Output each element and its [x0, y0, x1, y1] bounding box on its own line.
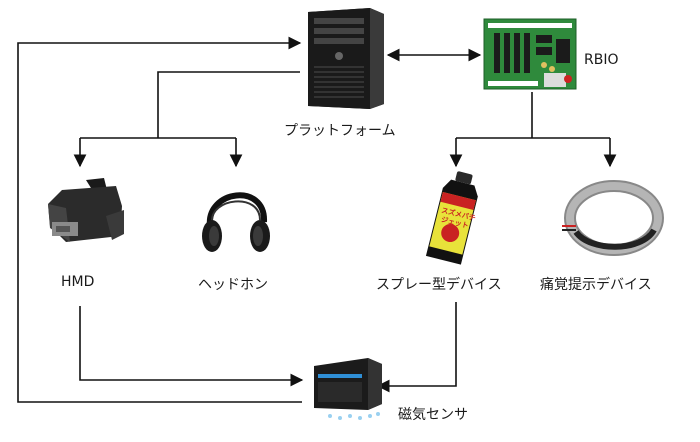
vr-headset-icon	[36, 176, 126, 260]
spray-label: スプレー型デバイス	[376, 277, 502, 293]
spray-bottle-icon: スズメバチ ジェット	[418, 170, 494, 266]
spray-sensor-arrow	[376, 302, 457, 393]
pain-band-icon	[560, 176, 664, 262]
magnetic-sensor-icon	[308, 352, 388, 424]
platform-down-line	[157, 71, 300, 138]
computer-tower-icon	[300, 6, 386, 110]
sensor-label: 磁気センサ	[398, 407, 468, 423]
hmd-sensor-arrow	[79, 306, 304, 387]
loop-to-platform-arrow	[17, 36, 302, 403]
headphones-icon	[198, 176, 274, 258]
rbio-label: RBIO	[584, 52, 619, 68]
pain-label: 痛覚提示デバイス	[540, 277, 652, 293]
circuit-board-icon	[482, 17, 578, 93]
hmd-label: HMD	[61, 274, 95, 290]
headphone-label: ヘッドホン	[198, 277, 268, 293]
platform-label: プラットフォーム	[284, 123, 396, 139]
